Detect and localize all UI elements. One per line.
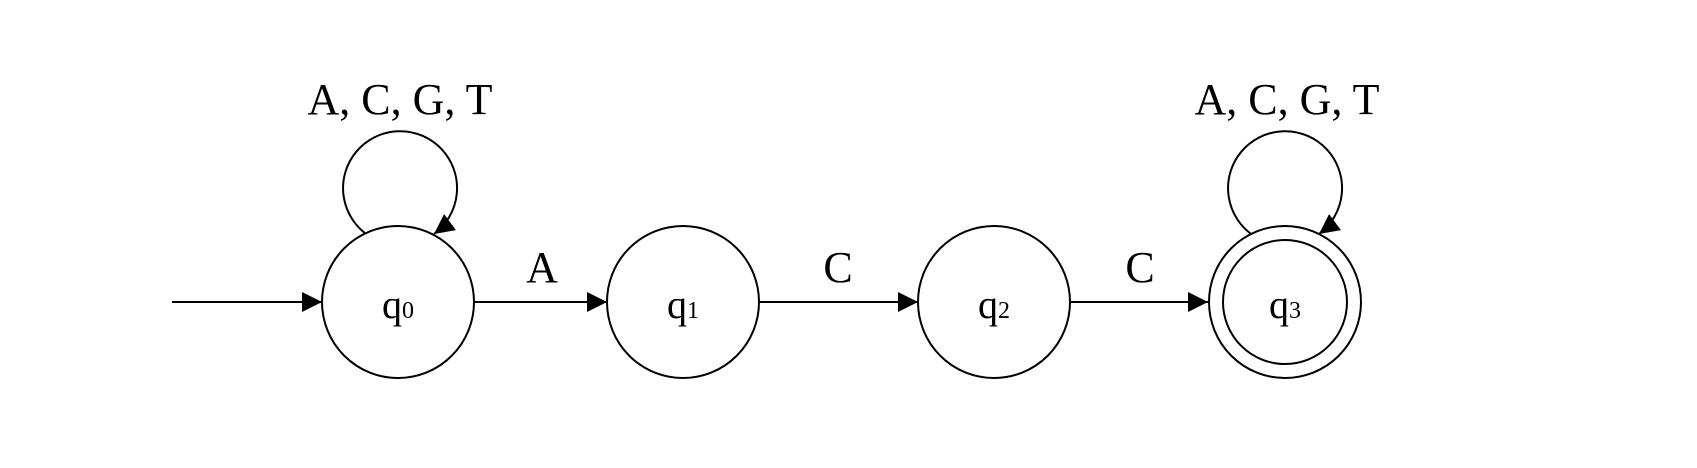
accept-ring-q3	[1222, 239, 1348, 365]
svg-text:q1: q1	[667, 282, 699, 327]
state-q0-name: q	[382, 282, 402, 327]
transition-label-q3-q3: A, C, G, T	[1195, 75, 1380, 124]
transition-label-q0-q0: A, C, G, T	[308, 75, 493, 124]
transition-label-q2-q3: C	[1125, 243, 1154, 292]
state-q1-name: q	[667, 282, 687, 327]
transition-label-q1-q2: C	[823, 243, 852, 292]
state-q0: q0	[321, 225, 475, 379]
state-q1: q1	[606, 225, 760, 379]
state-q3-name: q	[1269, 282, 1289, 327]
svg-text:q0: q0	[382, 282, 414, 327]
state-q2-subscript: 2	[998, 298, 1010, 324]
state-q3: q3	[1208, 225, 1362, 379]
state-q2-name: q	[978, 282, 998, 327]
transition-label-q0-q1: A	[526, 243, 558, 292]
state-q3-subscript: 3	[1289, 298, 1301, 324]
self-loop-q3	[1227, 130, 1343, 237]
self-loop-q0	[342, 130, 458, 237]
state-q1-subscript: 1	[687, 298, 699, 324]
svg-text:q3: q3	[1269, 282, 1301, 327]
state-q0-subscript: 0	[402, 298, 414, 324]
state-q2: q2	[917, 225, 1071, 379]
svg-text:q2: q2	[978, 282, 1010, 327]
